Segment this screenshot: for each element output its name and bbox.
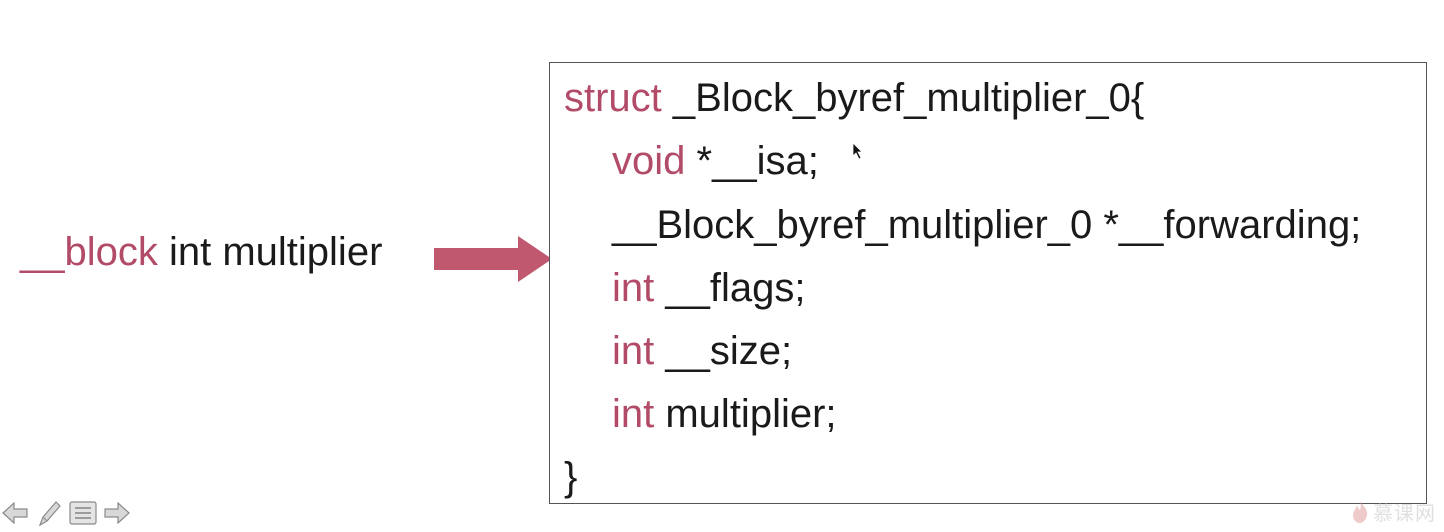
- declaration-text: int multiplier: [157, 230, 383, 274]
- block-keyword: __block: [20, 230, 158, 274]
- code-line: int multiplier;: [612, 389, 837, 439]
- code-keyword: void: [612, 139, 686, 183]
- mouse-cursor-icon: [852, 142, 863, 160]
- code-text: *__isa;: [685, 139, 819, 183]
- code-keyword: int: [612, 266, 655, 310]
- code-line: __Block_byref_multiplier_0 *__forwarding…: [612, 200, 1361, 250]
- code-keyword: int: [612, 329, 655, 373]
- watermark-text: 慕课网: [1373, 501, 1436, 525]
- code-text: __flags;: [654, 266, 806, 310]
- next-slide-button[interactable]: [102, 498, 132, 528]
- code-keyword: int: [612, 392, 655, 436]
- right-arrow-icon: [434, 236, 552, 282]
- pen-icon: [38, 501, 61, 527]
- code-line: }: [564, 452, 577, 502]
- flame-logo-icon: [1353, 500, 1368, 523]
- code-text: _Block_byref_multiplier_0{: [661, 76, 1145, 120]
- previous-slide-button[interactable]: [0, 498, 30, 528]
- code-line: struct _Block_byref_multiplier_0{: [564, 73, 1144, 123]
- slide-menu-button[interactable]: [68, 498, 98, 528]
- watermark: 慕课网: [1351, 497, 1436, 526]
- next-slide-icon: [104, 502, 130, 524]
- code-line: int __size;: [612, 326, 792, 376]
- code-text: __size;: [654, 329, 793, 373]
- code-text: }: [564, 455, 578, 499]
- slide-menu-icon: [69, 501, 97, 525]
- previous-slide-icon: [2, 502, 28, 524]
- slide-nav-toolbar: [0, 496, 132, 530]
- block-variable-label: __block int multiplier: [20, 224, 382, 280]
- code-line: void *__isa;: [612, 136, 819, 186]
- code-line: int __flags;: [612, 263, 805, 313]
- struct-code-box: struct _Block_byref_multiplier_0{ void *…: [549, 62, 1427, 504]
- code-text: __Block_byref_multiplier_0 *__forwarding…: [612, 203, 1362, 247]
- code-keyword: struct: [564, 76, 662, 120]
- pen-tool-button[interactable]: [34, 498, 64, 528]
- code-text: multiplier;: [654, 392, 837, 436]
